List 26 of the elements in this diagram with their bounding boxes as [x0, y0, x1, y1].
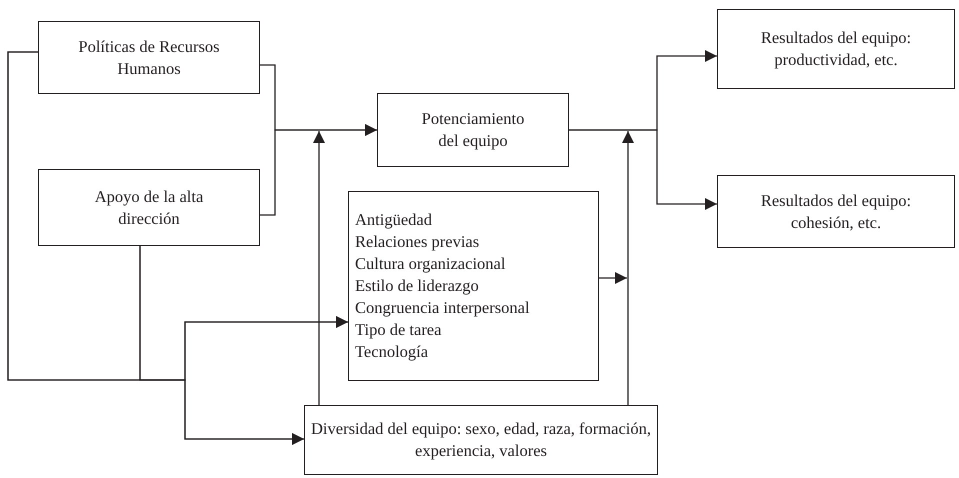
box-text: Resultados del equipo: cohesión, etc.	[760, 190, 912, 234]
process-box	[304, 405, 658, 475]
arrow	[599, 272, 627, 284]
arrow	[139, 246, 304, 445]
process-box	[377, 93, 569, 167]
process-box	[348, 191, 599, 381]
box-text: Resultados del equipo: productividad, etc.	[760, 27, 912, 71]
arrow	[622, 131, 634, 405]
box-text: Tipo de tarea	[355, 319, 442, 341]
process-box	[717, 9, 955, 89]
arrow	[569, 129, 717, 210]
box-text: Cultura organizacional	[355, 253, 506, 275]
process-box	[38, 169, 260, 246]
box-text: Congruencia interpersonal	[355, 297, 530, 319]
arrow	[260, 124, 377, 216]
box-text: Antigüedad	[355, 209, 432, 231]
box-text: Relaciones previas	[355, 231, 480, 253]
box-text: Políticas de Recursos Humanos	[77, 36, 221, 80]
box-text: Potenciamiento del equipo	[420, 108, 526, 152]
box-text: Diversidad del equipo: sexo, edad, raza, formación, experiencia, valores	[310, 418, 652, 462]
process-box	[717, 175, 955, 248]
process-box	[38, 21, 260, 94]
box-text: Apoyo de la alta dirección	[94, 186, 204, 230]
box-text: Tecnología	[355, 341, 428, 363]
arrow	[313, 131, 325, 405]
box-text: Estilo de liderazgo	[355, 275, 479, 297]
